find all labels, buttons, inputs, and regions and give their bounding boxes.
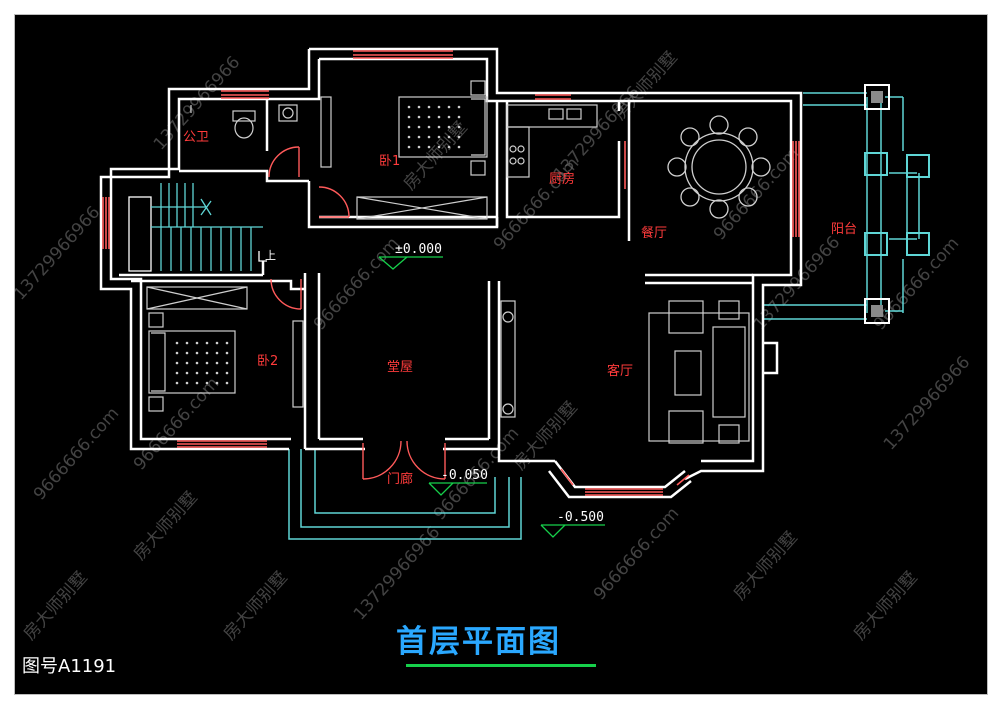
bed-1 xyxy=(320,80,488,220)
balcony-columns xyxy=(864,84,930,324)
bed-1-pattern xyxy=(407,105,461,149)
level-marker-ground: -0.500 xyxy=(540,510,605,538)
watermark-text: 房大师别墅 xyxy=(730,528,802,605)
windows xyxy=(102,50,800,496)
level-ground-label: -0.500 xyxy=(557,510,604,525)
title-underline xyxy=(406,664,596,667)
balcony-railing xyxy=(763,92,920,320)
tv-cabinet xyxy=(500,300,516,418)
bed-2-pattern xyxy=(175,341,229,385)
drawing-number: 图号A1191 xyxy=(22,656,117,677)
watermark-text: 13729966966 xyxy=(15,203,104,305)
level-main-label: ±0.000 xyxy=(395,242,442,257)
watermark-text: 9666666.com xyxy=(870,234,963,335)
watermark-text: 房大师别墅 xyxy=(130,488,202,565)
bathroom-fixtures xyxy=(190,104,298,139)
watermark-text: 房大师别墅 xyxy=(850,568,922,645)
watermark-text: 房大师别墅 xyxy=(610,48,682,125)
sofa-set xyxy=(648,300,750,444)
room-label-bathroom: 公卫 xyxy=(183,130,209,145)
dining-table xyxy=(667,115,771,219)
level-porch-label: -0.050 xyxy=(441,468,488,483)
watermark-text: 房大师别墅 xyxy=(220,568,292,645)
doors xyxy=(268,146,446,480)
floor-plan: 13729966966 9666666.com 9666666.com 1372… xyxy=(15,47,974,645)
room-label-living: 客厅 xyxy=(607,363,633,379)
room-label-porch: 门廊 xyxy=(387,471,413,487)
room-label-balcony: 阳台 xyxy=(831,222,857,237)
staircase xyxy=(128,183,267,272)
drawing-title: 首层平面图 xyxy=(396,624,561,660)
watermark-text: 13729966966 xyxy=(880,353,974,455)
stair-up-label: 上 xyxy=(265,249,276,262)
bed-2 xyxy=(146,286,304,412)
watermark-text: 9666666.com xyxy=(130,374,223,475)
watermark-text: 房大师别墅 xyxy=(400,118,472,195)
watermark-text: 房大师别墅 xyxy=(20,568,92,645)
watermark-text: 13729966966 xyxy=(350,523,444,625)
room-label-kitchen: 厨房 xyxy=(549,171,575,187)
room-label-bedroom2: 卧2 xyxy=(257,354,278,369)
cad-canvas: 13729966966 9666666.com 9666666.com 1372… xyxy=(14,14,988,695)
room-label-dining: 餐厅 xyxy=(641,225,667,241)
kitchen-fixtures xyxy=(506,104,598,178)
watermark-text: 9666666.com xyxy=(310,234,403,335)
porch-steps xyxy=(288,449,522,540)
room-label-hall: 堂屋 xyxy=(387,360,413,375)
level-marker-porch: -0.050 xyxy=(428,468,488,496)
room-label-bedroom1: 卧1 xyxy=(379,154,400,169)
walls xyxy=(99,47,803,499)
watermark-text: 9666666.com xyxy=(30,404,123,505)
watermark-layer: 13729966966 9666666.com 9666666.com 1372… xyxy=(15,48,974,645)
level-marker-main: ±0.000 xyxy=(378,242,443,270)
